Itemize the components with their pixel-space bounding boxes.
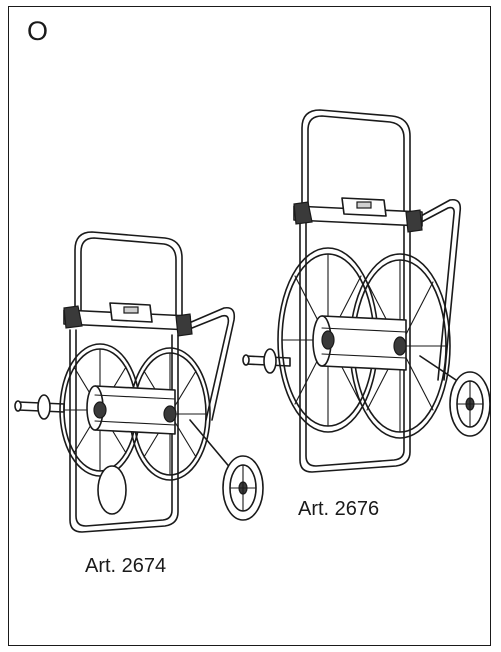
section-letter: O bbox=[27, 16, 49, 46]
cart-large-wheel bbox=[419, 355, 491, 437]
hose-reel-cart-small bbox=[14, 231, 264, 533]
cart-small-frame-legs bbox=[69, 329, 179, 533]
cart-small-reel bbox=[59, 343, 211, 481]
cart-small-wheel bbox=[97, 419, 264, 521]
cart-small-crossbar bbox=[63, 302, 193, 337]
cart-large-axle-connector bbox=[242, 348, 291, 374]
cart-large-rear-arm bbox=[409, 198, 462, 381]
product-caption-art-2676: Art. 2676 bbox=[298, 498, 380, 520]
cart-small-rear-arm bbox=[181, 306, 236, 421]
cart-small-axle-connector bbox=[14, 394, 65, 420]
cart-large-crossbar bbox=[293, 197, 423, 233]
cart-large-reel bbox=[277, 247, 451, 439]
page-frame bbox=[8, 6, 491, 646]
hose-reel-cart-large bbox=[242, 109, 491, 473]
cart-small-handle bbox=[74, 231, 183, 323]
cart-large-frame-legs bbox=[299, 221, 411, 473]
product-caption-art-2674: Art. 2674 bbox=[85, 555, 167, 577]
cart-large-handle bbox=[301, 109, 411, 217]
